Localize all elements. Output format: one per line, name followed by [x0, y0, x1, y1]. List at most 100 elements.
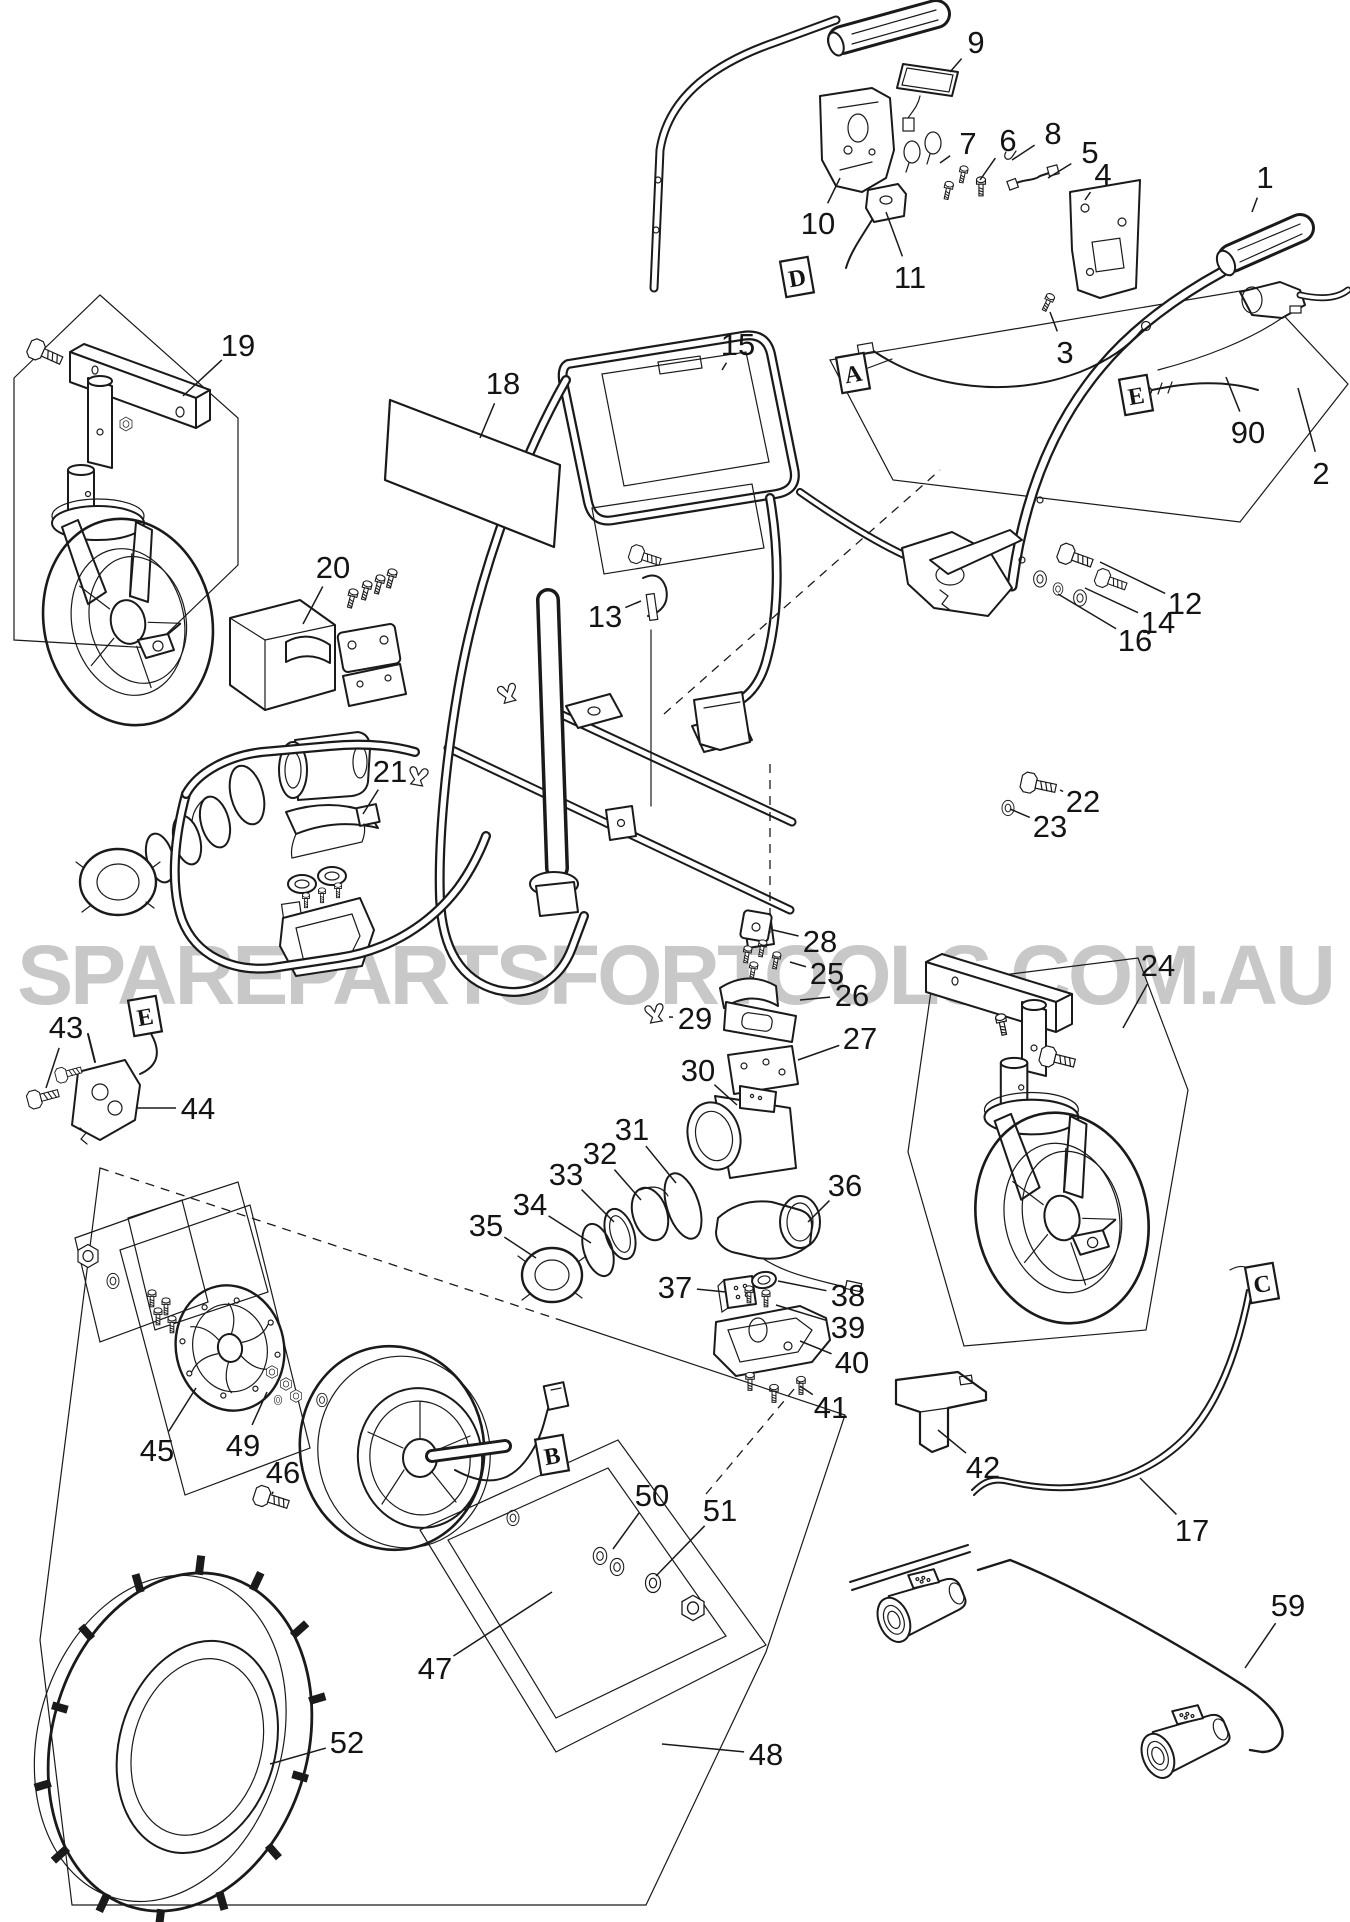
part-number-label: 35 [469, 1208, 503, 1243]
letter-box-frame [834, 351, 872, 395]
clamp-7b [924, 131, 942, 155]
cable-3 [871, 329, 1143, 389]
part-number-label: 34 [513, 1187, 547, 1222]
part-number-label: 23 [1033, 809, 1067, 844]
letter-box-frame [1243, 1261, 1281, 1305]
part-number-label: 19 [221, 328, 255, 363]
part-callout-46: 46 [266, 1455, 300, 1495]
part-callout-40: 40 [799, 1340, 869, 1380]
part-number-label: 40 [835, 1345, 869, 1380]
disc-panel [119, 1204, 311, 1496]
callout-leader-line [1047, 162, 1072, 179]
clip-29 [643, 1002, 666, 1025]
part-number-label: 2 [1312, 456, 1329, 491]
part-number-label: 28 [803, 924, 837, 959]
callout-leader-line [937, 1429, 967, 1454]
part-number-label: 8 [1044, 116, 1061, 151]
callout-leader-line [655, 1525, 706, 1577]
callout-leader-line [1139, 1477, 1177, 1515]
part-callout-30: 30 [681, 1053, 738, 1106]
callout-leader-line [799, 1340, 832, 1355]
part-number-label: 49 [226, 1428, 260, 1463]
bracket-set-20 [229, 567, 407, 711]
callout-leader-line [479, 403, 496, 439]
bearing-housing-35 [517, 1246, 587, 1304]
screw-39 [761, 1289, 771, 1308]
callout-leader-line [1084, 587, 1139, 614]
part-number-label: 27 [843, 1021, 877, 1056]
part-callout-24: 24 [1122, 948, 1175, 1029]
section-letter-box-E: E [1117, 373, 1155, 417]
callout-leader-line [251, 1391, 268, 1426]
part-number-label: 50 [635, 1478, 669, 1513]
callout-leader-line [302, 586, 324, 625]
callout-leader-line [979, 157, 996, 181]
part-number-label: 48 [749, 1737, 783, 1772]
plate-27 [727, 1045, 799, 1095]
grommet-38 [751, 1270, 777, 1290]
bracket-42 [894, 1370, 988, 1454]
clamp-7a [903, 140, 921, 164]
part-callout-59: 59 [1244, 1588, 1305, 1669]
part-number-label: 6 [999, 123, 1016, 158]
part-number-label: 15 [721, 327, 755, 362]
section-letter-box-D: D [778, 255, 816, 299]
rear-caster-group-24 [907, 953, 1189, 1347]
callout-leader-line [1297, 387, 1316, 452]
plate-4 [1069, 179, 1141, 299]
part-callout-90: 90 [1225, 376, 1265, 450]
part-number-label: 11 [894, 260, 926, 295]
letter-box-label: B [542, 1443, 562, 1471]
gear-motor-right [1129, 1693, 1237, 1784]
callout-leader-line [1009, 808, 1031, 819]
center-small-parts [643, 909, 799, 1179]
callout-leader-line [182, 359, 223, 397]
callout-leader-line [799, 996, 831, 1001]
brake-lever-assembly [1239, 281, 1350, 319]
part-callout-52: 52 [269, 1725, 364, 1765]
part-callout-41: 41 [799, 1385, 848, 1425]
callout-leader-line [1049, 311, 1058, 332]
part-number-label: 17 [1175, 1513, 1209, 1548]
part-callout-37: 37 [658, 1270, 727, 1305]
washer-panel-47 [419, 1381, 801, 1753]
part-callout-17: 17 [1139, 1477, 1209, 1548]
letter-box-frame [1117, 373, 1155, 417]
part-callout-31: 31 [615, 1112, 677, 1184]
part-number-label: 5 [1081, 135, 1098, 170]
brake-caliper-44 [24, 1031, 158, 1145]
letter-box-label: E [135, 1004, 155, 1032]
part-callout-39: 39 [775, 1304, 865, 1345]
part-callout-43: 43 [45, 1010, 83, 1089]
letter-box-label: D [787, 265, 809, 294]
part-callout-13: 13 [588, 599, 642, 634]
cover-36 [715, 1195, 863, 1293]
section-letter-box-B: B [533, 1433, 571, 1477]
callout-leader-line [775, 1304, 828, 1322]
part-number-label: 22 [1066, 784, 1100, 819]
part-number-label: 51 [703, 1493, 737, 1528]
parts-36-42 [713, 1195, 988, 1454]
callout-leader-line [1099, 561, 1166, 595]
part-number-label: 45 [140, 1433, 174, 1468]
callout-leader-line [1225, 376, 1241, 412]
part-callout-42: 42 [937, 1429, 1000, 1485]
part-number-label: 52 [330, 1725, 364, 1760]
part-callout-12: 12 [1099, 561, 1202, 621]
part-number-label: 26 [835, 978, 869, 1013]
callout-leader-line [271, 1491, 274, 1495]
callout-leader-line [581, 1189, 615, 1223]
part-number-label: 9 [967, 25, 984, 60]
part-number-label: 14 [1141, 605, 1175, 640]
part-number-label: 43 [49, 1010, 83, 1045]
part-number-label: 44 [181, 1091, 215, 1126]
callout-leader-line [826, 177, 841, 204]
wire-59 [976, 1558, 1284, 1754]
callout-leader-line [612, 1512, 640, 1550]
section-letter-box-C: C [1243, 1261, 1281, 1305]
callout-leader-line [885, 211, 904, 257]
part-number-label: 47 [418, 1651, 452, 1686]
callout-leader-line [168, 1387, 197, 1432]
part-number-label: 1 [1256, 160, 1273, 195]
